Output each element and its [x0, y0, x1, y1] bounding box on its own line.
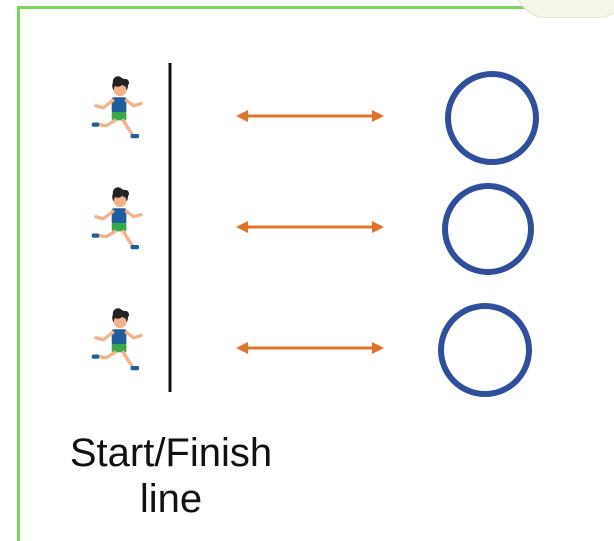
running-boy-icon — [90, 74, 143, 140]
start-finish-caption: Start/Finish line — [56, 430, 286, 522]
ring-icon — [438, 303, 532, 397]
ring-icon — [445, 71, 539, 165]
caption-line-2: line — [139, 477, 203, 521]
lane-2 — [90, 183, 534, 275]
double-arrow-icon — [236, 110, 384, 122]
green-border-frame — [17, 6, 614, 541]
double-arrow-icon — [236, 221, 384, 233]
caption-line-1: Start/Finish — [69, 431, 273, 475]
lane-3 — [90, 303, 532, 397]
running-boy-icon — [90, 185, 143, 251]
double-arrow-icon — [236, 342, 384, 354]
lane-1 — [90, 71, 539, 165]
running-boy-icon — [90, 306, 143, 372]
lanes-layer — [90, 71, 539, 397]
ring-icon — [442, 183, 534, 275]
